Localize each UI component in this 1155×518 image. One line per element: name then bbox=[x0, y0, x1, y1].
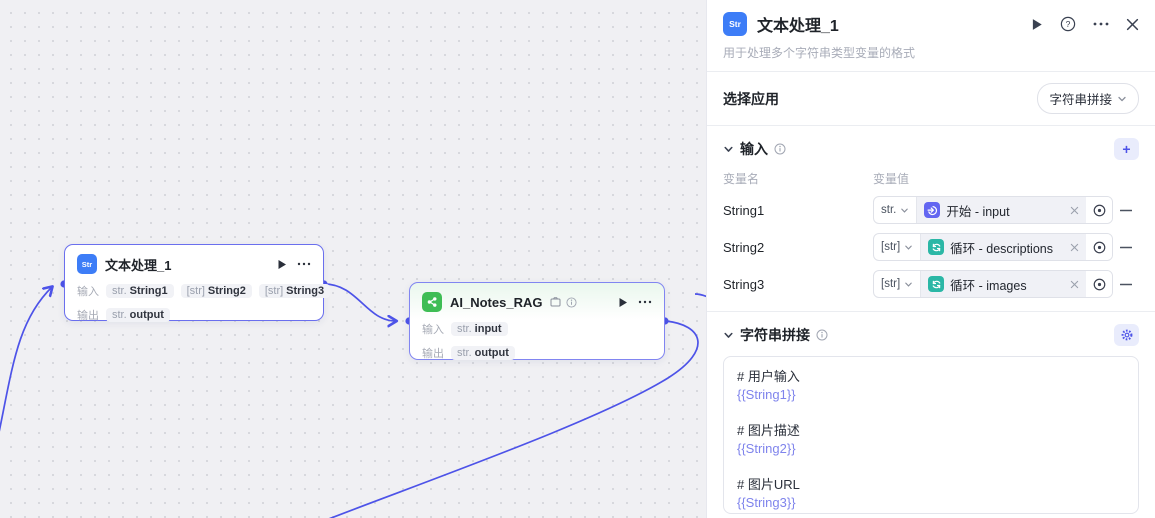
editor-line: # 图片URL bbox=[737, 477, 800, 492]
node-ai-notes-rag[interactable]: AI_Notes_RAG bbox=[409, 282, 665, 360]
concat-template-editor[interactable]: # 用户输入 {{String1}} # 图片描述 {{String2}} # … bbox=[723, 356, 1139, 514]
workflow-share-icon bbox=[422, 292, 442, 312]
input-tag: str.String1 bbox=[106, 283, 174, 298]
node-title: 文本处理_1 bbox=[105, 257, 172, 273]
run-icon[interactable] bbox=[1031, 18, 1043, 31]
loop-node-icon bbox=[928, 276, 945, 292]
concat-section-title: 字符串拼接 bbox=[740, 327, 810, 343]
editor-variable: {{String2}} bbox=[737, 441, 796, 456]
app-select[interactable]: 字符串拼接 bbox=[1037, 83, 1139, 114]
loop-node-icon bbox=[928, 239, 945, 255]
divider bbox=[707, 311, 1155, 312]
reference-tag[interactable]: 循环 - images bbox=[921, 271, 1086, 297]
locate-icon[interactable] bbox=[1086, 271, 1112, 297]
outputs-label: 输出 bbox=[77, 309, 99, 322]
divider bbox=[707, 71, 1155, 72]
inputs-section-title: 输入 bbox=[740, 141, 768, 157]
input-tag: [str]String2 bbox=[180, 283, 252, 298]
output-tag: str.output bbox=[106, 307, 170, 322]
published-badge-icon bbox=[550, 297, 561, 307]
edge-node2-output bbox=[328, 320, 699, 518]
collapse-chevron-icon[interactable] bbox=[723, 330, 734, 341]
more-icon[interactable] bbox=[1093, 22, 1109, 26]
locate-icon[interactable] bbox=[1086, 234, 1112, 260]
run-node-icon[interactable] bbox=[618, 297, 628, 308]
edge-node1-to-node2 bbox=[323, 283, 396, 321]
remove-row-icon[interactable] bbox=[1113, 209, 1139, 212]
editor-variable: {{String3}} bbox=[737, 495, 796, 510]
node-text-process[interactable]: Str 文本处理_1 输入 str.String1 bbox=[64, 244, 331, 322]
node-config-panel: Str 文本处理_1 ? 用于处理多个字符串类型变量的格式 选择应用 字符串拼接 bbox=[706, 0, 1155, 518]
type-select[interactable]: [str] bbox=[874, 234, 922, 260]
variable-value-control: [str] 循环 - images bbox=[873, 270, 1113, 298]
outputs-label: 输出 bbox=[422, 347, 444, 360]
editor-line bbox=[737, 458, 1125, 476]
type-select[interactable]: [str] bbox=[874, 271, 922, 297]
panel-title: 文本处理_1 bbox=[757, 18, 839, 35]
svg-text:?: ? bbox=[1066, 19, 1071, 29]
reference-tag[interactable]: 循环 - descriptions bbox=[921, 234, 1086, 260]
variable-name: String2 bbox=[723, 239, 765, 255]
string-tool-icon: Str bbox=[723, 12, 747, 36]
inputs-label: 输入 bbox=[422, 323, 444, 336]
close-icon[interactable] bbox=[1126, 18, 1139, 31]
locate-icon[interactable] bbox=[1086, 197, 1112, 223]
remove-reference-icon[interactable] bbox=[1070, 206, 1079, 215]
string-tool-icon: Str bbox=[77, 254, 97, 274]
edge-into-node1 bbox=[0, 287, 52, 432]
variable-value-control: [str] 循环 - descriptions bbox=[873, 233, 1113, 261]
inputs-label: 输入 bbox=[77, 285, 99, 298]
select-app-label: 选择应用 bbox=[723, 90, 779, 107]
remove-reference-icon[interactable] bbox=[1070, 243, 1079, 252]
output-tag: str.output bbox=[451, 345, 515, 360]
workflow-canvas[interactable]: Str 文本处理_1 输入 str.String1 bbox=[0, 0, 706, 518]
input-tag: [str]String3 bbox=[258, 283, 331, 298]
info-icon[interactable] bbox=[566, 296, 578, 308]
editor-line: # 用户输入 bbox=[737, 369, 800, 384]
help-icon[interactable]: ? bbox=[1060, 16, 1076, 32]
input-row: String1 str. 开始 - input bbox=[723, 196, 1139, 224]
editor-line: # 图片描述 bbox=[737, 423, 800, 438]
input-tag: str.input bbox=[451, 321, 508, 336]
add-input-button[interactable]: + bbox=[1114, 138, 1139, 160]
divider bbox=[707, 125, 1155, 126]
col-variable-value: 变量值 bbox=[873, 172, 910, 186]
node-description: 用于处理多个字符串类型变量的格式 bbox=[723, 46, 916, 60]
node-title: AI_Notes_RAG bbox=[450, 294, 543, 310]
variable-name: String3 bbox=[723, 276, 765, 292]
editor-line bbox=[737, 404, 1125, 422]
edge-stub bbox=[694, 293, 706, 298]
info-icon[interactable] bbox=[816, 329, 828, 341]
info-icon[interactable] bbox=[774, 143, 786, 155]
input-row: String2 [str] 循环 - descriptions bbox=[723, 233, 1139, 261]
start-node-icon bbox=[924, 202, 941, 218]
editor-variable: {{String1}} bbox=[737, 387, 796, 402]
collapse-chevron-icon[interactable] bbox=[723, 144, 734, 155]
col-variable-name: 变量名 bbox=[723, 172, 760, 186]
run-node-icon[interactable] bbox=[277, 259, 287, 270]
variable-value-control: str. 开始 - input bbox=[873, 196, 1113, 224]
input-row: String3 [str] 循环 - images bbox=[723, 270, 1139, 298]
reference-tag[interactable]: 开始 - input bbox=[917, 197, 1086, 223]
remove-row-icon[interactable] bbox=[1113, 246, 1139, 249]
more-icon[interactable] bbox=[638, 300, 652, 304]
remove-reference-icon[interactable] bbox=[1070, 280, 1079, 289]
type-select[interactable]: str. bbox=[874, 197, 918, 223]
remove-row-icon[interactable] bbox=[1113, 283, 1139, 286]
more-icon[interactable] bbox=[297, 262, 311, 266]
variable-name: String1 bbox=[723, 202, 765, 218]
concat-settings-button[interactable] bbox=[1114, 324, 1139, 346]
